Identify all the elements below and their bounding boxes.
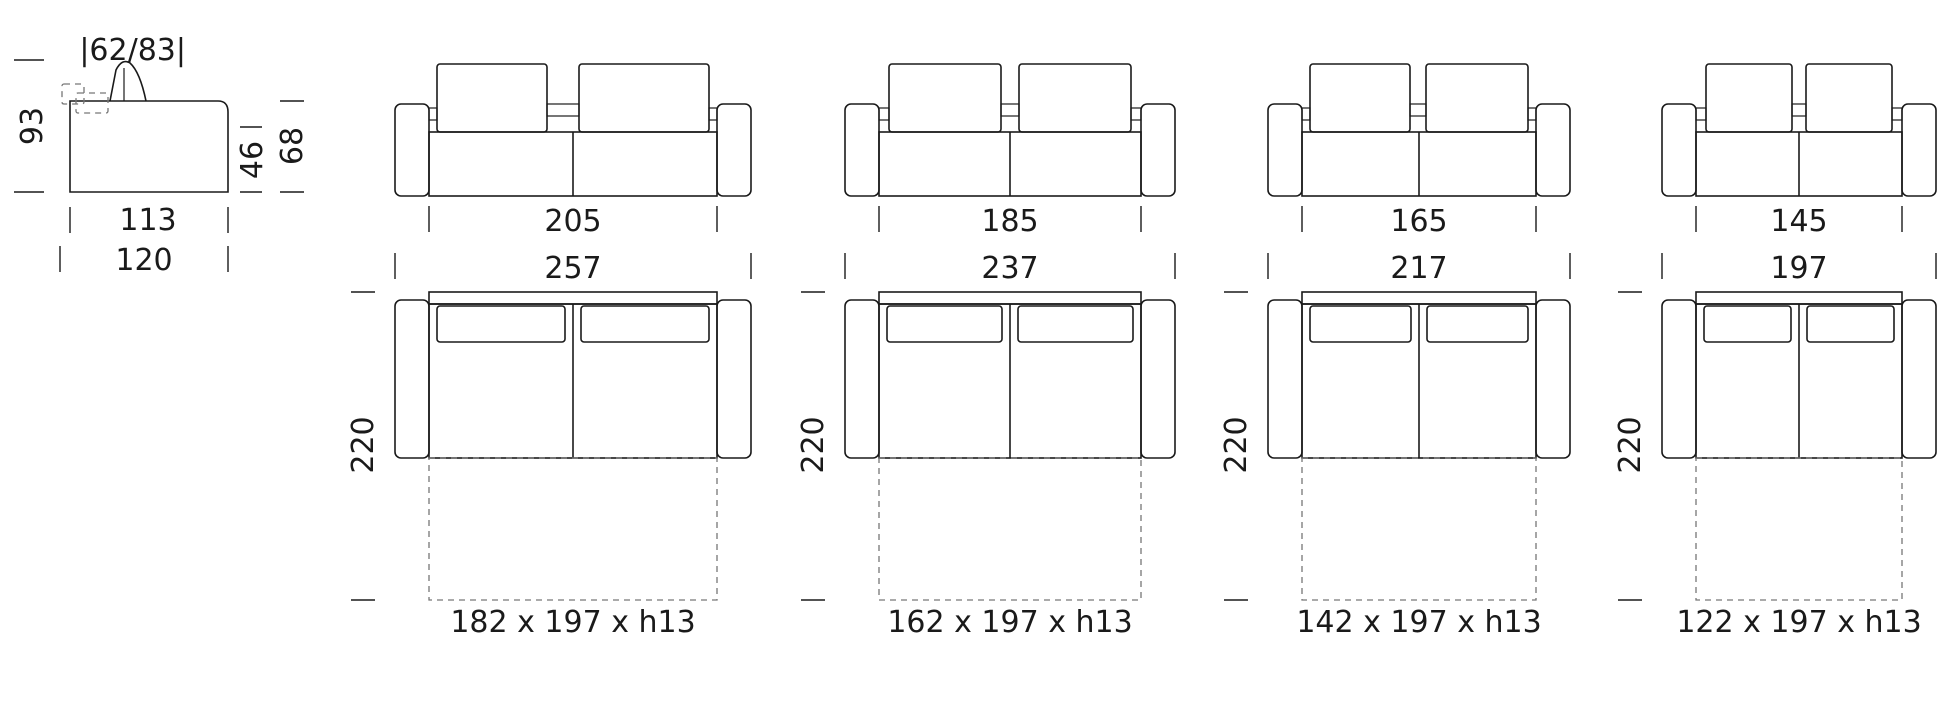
- back-cushion-top-right: [1017, 305, 1134, 343]
- back-cushion-left: [1309, 63, 1411, 133]
- left-armrest: [1267, 103, 1303, 197]
- total-width-label: 217: [1390, 251, 1447, 286]
- top-view: 257 220 182 x 197 x h13: [346, 251, 752, 640]
- side-back-cushion: [109, 60, 147, 102]
- back-cushion-top-right: [580, 305, 710, 343]
- back-cushion-top-left: [886, 305, 1003, 343]
- back-cushion-top-left: [436, 305, 566, 343]
- backrest-top: [1301, 291, 1537, 305]
- seat-width-label: 205: [544, 204, 601, 239]
- depth-label: 220: [1219, 416, 1254, 473]
- cushion-joint-right: [1891, 107, 1903, 121]
- depth-label: 220: [346, 416, 381, 473]
- right-armrest: [716, 103, 752, 197]
- model-1: 205 257 220 182 x 197 x h13: [346, 63, 752, 640]
- cushion-joint-middle: [1000, 103, 1020, 117]
- right-armrest-top: [1535, 299, 1571, 459]
- back-cushion-left: [436, 63, 548, 133]
- back-cushion-right: [1018, 63, 1132, 133]
- seat-width-label: 145: [1770, 204, 1827, 239]
- back-cushion-right: [1805, 63, 1893, 133]
- bed-extension-outline: [1695, 457, 1903, 601]
- top-view: 237 220 162 x 197 x h13: [796, 251, 1176, 640]
- back-cushion-top-left: [1309, 305, 1412, 343]
- cushion-joint-middle: [546, 103, 580, 117]
- left-armrest-top: [394, 299, 430, 459]
- cushion-joint-right: [708, 107, 718, 121]
- left-armrest: [394, 103, 430, 197]
- right-armrest-top: [1140, 299, 1176, 459]
- front-view: 185: [844, 63, 1176, 239]
- cushion-joint-left: [878, 107, 890, 121]
- right-armrest: [1140, 103, 1176, 197]
- top-view: 197 220 122 x 197 x h13: [1613, 251, 1937, 640]
- cushion-joint-right: [1527, 107, 1537, 121]
- bed-size-label: 122 x 197 x h13: [1676, 605, 1921, 640]
- bed-extension-outline: [428, 457, 718, 601]
- front-view: 205: [394, 63, 752, 239]
- back-cushion-left: [1705, 63, 1793, 133]
- seat-height-label: 46: [235, 141, 270, 179]
- left-armrest-top: [1661, 299, 1697, 459]
- model-2: 185 237 220 162 x 197 x h13: [796, 63, 1176, 640]
- front-view: 165: [1267, 63, 1571, 239]
- back-cushion-top-right: [1426, 305, 1529, 343]
- back-cushion-top-left: [1703, 305, 1792, 343]
- total-width-label: 197: [1770, 251, 1827, 286]
- left-armrest-top: [844, 299, 880, 459]
- right-armrest: [1901, 103, 1937, 197]
- bed-size-label: 162 x 197 x h13: [887, 605, 1132, 640]
- left-armrest-top: [1267, 299, 1303, 459]
- bed-size-label: 182 x 197 x h13: [450, 605, 695, 640]
- model-4: 145 197 220 122 x 197 x h13: [1613, 63, 1937, 640]
- front-view: 145: [1661, 63, 1937, 239]
- seat-width-label: 165: [1390, 204, 1447, 239]
- model-3: 165 217 220 142 x 197 x h13: [1219, 63, 1571, 640]
- left-armrest: [1661, 103, 1697, 197]
- bed-extension-outline: [1301, 457, 1537, 601]
- right-armrest-top: [1901, 299, 1937, 459]
- arm-height-label: 68: [275, 127, 310, 165]
- top-view: 217 220 142 x 197 x h13: [1219, 251, 1571, 640]
- back-cushion-right: [578, 63, 710, 133]
- cushion-joint-left: [428, 107, 438, 121]
- side-alt-cushion-1: [61, 83, 85, 105]
- side-body-outline: [69, 100, 229, 193]
- total-width-label: 237: [981, 251, 1038, 286]
- left-armrest: [844, 103, 880, 197]
- right-armrest-top: [716, 299, 752, 459]
- total-width-label: 257: [544, 251, 601, 286]
- cushion-joint-middle: [1791, 103, 1807, 117]
- cushion-joint-middle: [1409, 103, 1427, 117]
- bed-extension-outline: [878, 457, 1142, 601]
- right-armrest: [1535, 103, 1571, 197]
- total-depth-label: 120: [115, 243, 172, 278]
- backrest-top: [878, 291, 1142, 305]
- depth-label: 220: [1613, 416, 1648, 473]
- back-cushion-top-right: [1806, 305, 1895, 343]
- side-view: |62/83| 93 46 68 113 120: [14, 33, 310, 278]
- side-alt-cushion-2: [75, 92, 109, 114]
- total-height-label: 93: [15, 107, 50, 145]
- cushion-joint-left: [1695, 107, 1707, 121]
- back-height-label: |62/83|: [79, 33, 186, 68]
- backrest-top: [1695, 291, 1903, 305]
- back-cushion-right: [1425, 63, 1529, 133]
- depth-label: 220: [796, 416, 831, 473]
- seat-depth-label: 113: [119, 203, 176, 238]
- back-cushion-left: [888, 63, 1002, 133]
- cushion-joint-left: [1301, 107, 1311, 121]
- backrest-top: [428, 291, 718, 305]
- cushion-joint-right: [1130, 107, 1142, 121]
- seat-width-label: 185: [981, 204, 1038, 239]
- bed-size-label: 142 x 197 x h13: [1296, 605, 1541, 640]
